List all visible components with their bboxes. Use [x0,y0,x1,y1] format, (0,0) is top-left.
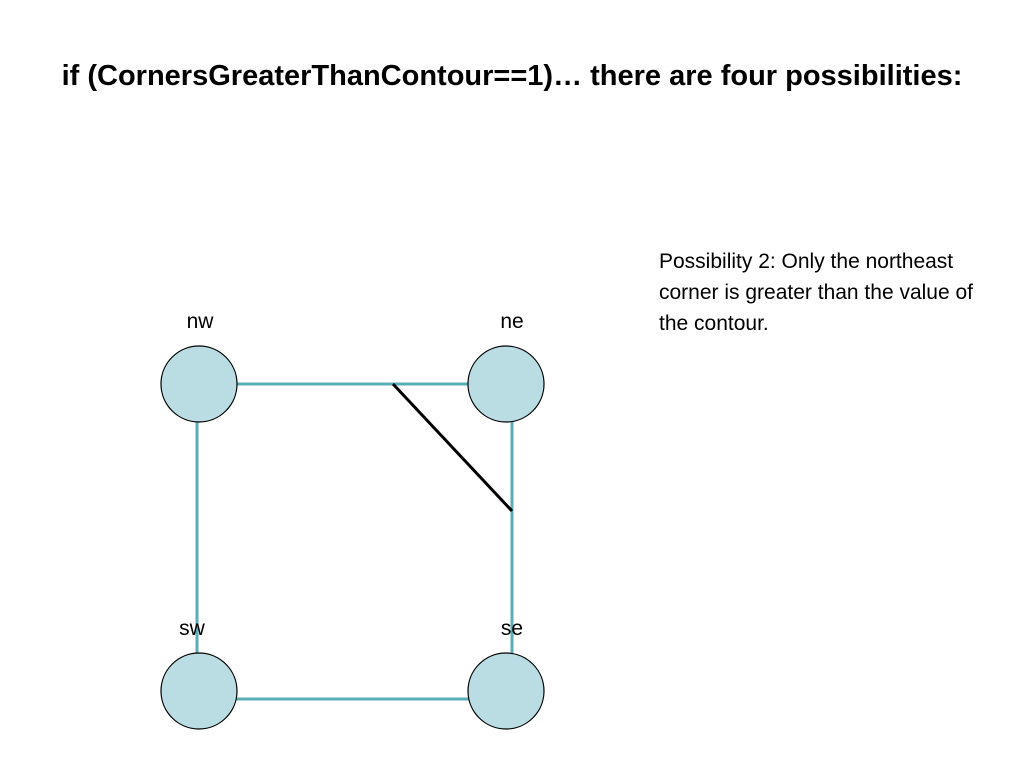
corner-label-ne: ne [500,310,524,333]
corner-nodes [160,345,545,730]
corner-label-sw: sw [179,617,205,640]
possibility-description: Possibility 2: Only the northeast corner… [659,250,974,335]
corner-node-ne [467,345,545,423]
corner-label-se: se [500,617,524,640]
corner-node-nw [160,345,238,423]
corner-node-se [467,652,545,730]
corner-node-sw [160,652,238,730]
slide-title: if (CornersGreaterThanContour==1)… there… [61,60,963,92]
corner-label-nw: nw [186,310,214,333]
cell-edges [195,382,514,701]
contour-segment [391,382,514,513]
